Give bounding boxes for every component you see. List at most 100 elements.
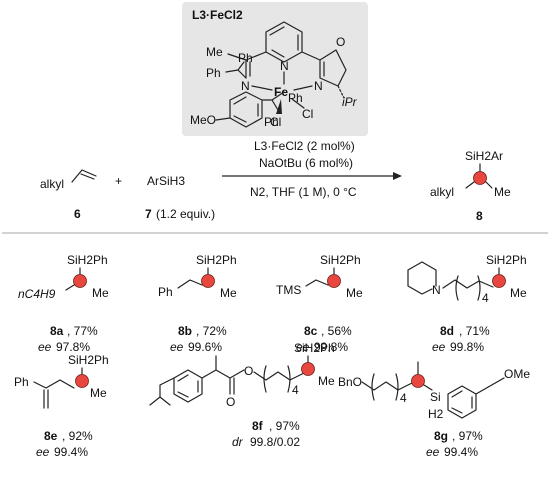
product-8c-substituent: TMS [276,283,301,297]
product-8d-stereocentre [492,274,506,288]
phenyl-d: Ph [264,115,279,129]
product-8c-si: SiH2Ph [320,253,361,267]
product-8g-bracket [371,373,399,401]
product-8c-yield: , 56% [321,324,352,338]
product-8a: SiH2Ph nC4H9 Me 8a , 77% ee 97.8% [18,253,109,354]
product-8c-value: 99.8% [314,340,348,354]
product-8e-chain [33,379,75,389]
product-8f-ester-o: O [244,364,253,378]
product-8d: N 4 SiH2Ph Me 8d , 71% ee 99.8% [407,253,527,354]
product-8f-propanoate [201,355,245,395]
product-8c: SiH2Ph TMS Me 8c , 56% ee 99.8% [276,253,363,354]
product-8f-me: Me [318,374,335,388]
product-8g-substituent: BnO [338,375,362,389]
product-8c-stereocentre [327,274,341,288]
iron-atom: Fe [274,85,288,99]
product-8d-id: 8d [440,324,454,338]
product-8f-repeat: 4 [292,383,299,397]
fe-n-bonds [251,71,313,91]
chloride-2: Cl [302,107,313,121]
product-8d-piperidine [407,261,437,295]
phenyl-b: Ph [238,51,253,65]
reactant1-number: 6 [74,207,81,221]
catalyst-structure: L3·FeCl2 N Me N O N iPr Fe Cl Cl MeO Ph … [182,2,368,136]
pyridine-n: N [280,59,289,73]
product-8d-chain [442,279,494,289]
product-8f-chain [253,371,305,381]
product-8d-repeat: 4 [482,291,489,305]
catalyst-title: L3·FeCl2 [192,8,243,22]
product-8d-si: SiH2Ph [486,253,527,267]
product-8b-si: SiH2Ph [196,253,237,267]
product-8e-stereocentre [75,374,89,388]
product-si-group: SiH2Ar [465,149,503,163]
product-8a-value: 97.8% [56,340,90,354]
diphenylmethyl-left [225,61,247,79]
product-8d-yield: , 71% [459,324,490,338]
phenyl-c: Ph [288,91,303,105]
product-8b: SiH2Ph Ph Me 8b , 72% ee 99.6% [158,253,237,354]
product-8g-si: Si [430,390,441,404]
product-8b-yield: , 72% [196,324,227,338]
product-8f-carbonyl-o: O [226,395,235,409]
product-8b-id: 8b [178,324,192,338]
reactant1-label: alkyl [40,177,64,191]
product-me: Me [494,185,511,199]
product-8d-nitrogen: N [432,283,441,297]
product-8g-ome: OMe [504,367,530,381]
catalyst-box [182,2,368,136]
product-8f-benzene [173,369,203,403]
product-8a-chain-bond [65,284,75,291]
product-8e-id: 8e [44,429,58,443]
product-8d-metric: ee [432,340,446,354]
product-8c-chain [305,279,329,287]
product-8g-si-bond [423,384,433,391]
isopropyl-label: iPr [342,95,358,109]
product-8b-metric: ee [170,340,184,354]
product-8e-substituent: Ph [14,375,29,389]
reactant1-alkene [71,169,97,183]
product-alkyl-bond [465,181,475,189]
imine-methyl: Me [206,45,223,59]
product-8f-stereocentre [301,362,315,376]
oxazoline-o: O [336,35,345,49]
product-8f-metric: dr [232,435,244,449]
diphenylmethyl-right [261,91,285,111]
arrow-head [393,172,402,180]
product-8a-substituent: nC4H9 [18,287,56,301]
ligand-aryl-ring [229,91,263,128]
imine-n: N [241,79,250,93]
product-8a-id: 8a [50,324,64,338]
product-8e: Ph SiH2Ph Me 8e , 92% ee 99.4% [14,353,109,459]
reaction-row: alkyl 6 + ArSiH3 7 (1.2 equiv.) L3·FeCl2… [40,139,511,223]
product-8g-chain [361,381,413,391]
phenyl-a: Ph [206,66,221,80]
product-8b-chain [177,279,203,289]
product-8c-id: 8c [304,324,318,338]
pyridine-ring [265,21,303,63]
chloride-1: Cl [270,115,281,129]
product-8d-me: Me [510,286,527,300]
product-8c-metric: ee [296,340,310,354]
product-number: 8 [476,209,483,223]
product-8g-yield: , 97% [452,429,483,443]
product-8d-bracket [455,275,481,301]
condition-catalyst: L3·FeCl2 (2 mol%) [254,139,355,153]
product-8e-si: SiH2Ph [68,353,109,367]
product-8a-stereocentre [73,274,87,288]
product-8b-value: 99.6% [188,340,222,354]
reactant2-number: 7 [145,207,152,221]
product-8b-stereocentre [201,274,215,288]
product-8g: BnO 4 Si H2 OMe 8g , 97% ee 99.4% [338,361,530,459]
product-8g-id: 8g [434,429,448,443]
product-8g-methoxy-bond [475,377,505,395]
product-8f-isobutyl [149,377,175,406]
product-8e-value: 99.4% [54,445,88,459]
product-8g-stereocentre [411,374,425,388]
product-8d-value: 99.8% [450,340,484,354]
condition-base: NaOtBu (6 mol%) [259,156,353,170]
product-alkyl: alkyl [430,185,454,199]
product-8f-si: SiH2Ph [294,341,335,355]
isopropyl-bond [337,85,345,99]
